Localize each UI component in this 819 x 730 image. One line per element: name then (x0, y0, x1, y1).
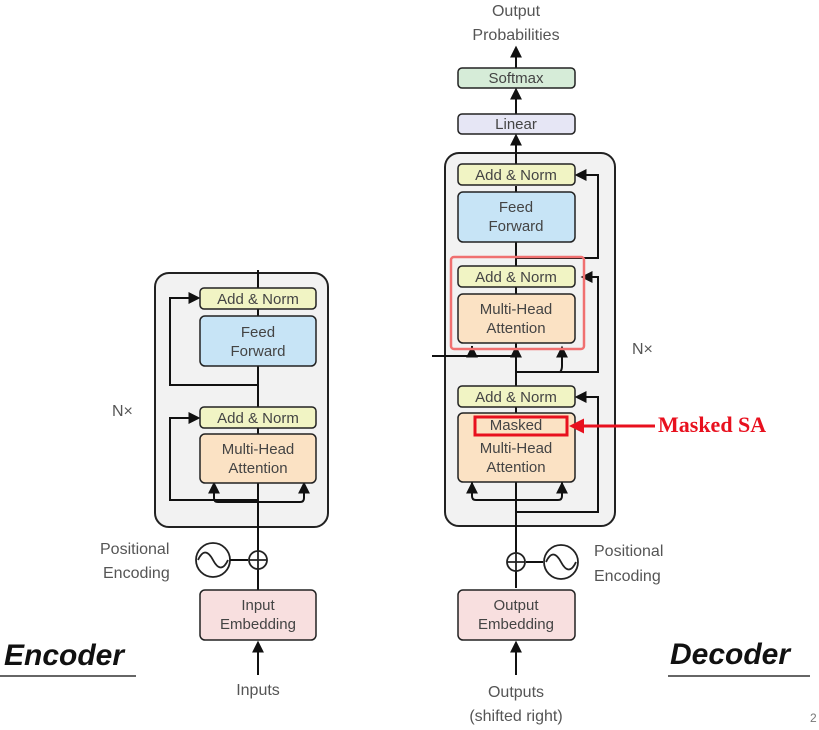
encoder-pos-line1: Positional (100, 541, 169, 558)
decoder-add-norm-mid (457, 265, 576, 288)
encoder-inputs-label: Inputs (236, 682, 280, 699)
encoder-nx-label: N× (112, 403, 133, 420)
decoder-feed-forward (457, 191, 576, 243)
masked-sa-label: Masked SA (658, 412, 766, 437)
decoder-cross-line2: Attention (486, 320, 545, 337)
decoder-cross-line1: Multi-Head (480, 301, 553, 318)
decoder-outputs-line1: Outputs (488, 684, 544, 701)
encoder-ffn-line2: Forward (230, 343, 285, 360)
encoder-embed-line1: Input (241, 597, 275, 614)
encoder-add-norm-bottom-label: Add & Norm (217, 410, 299, 427)
decoder-output-line2: Probabilities (472, 27, 559, 44)
encoder-embed-line2: Embedding (220, 616, 296, 633)
masked-highlight-box (473, 415, 569, 437)
masked-sa-annotation: Masked SA (569, 412, 766, 437)
decoder-softmax-label: Softmax (488, 70, 544, 87)
decoder-nx-label: N× (632, 341, 653, 358)
decoder-output-line1: Output (492, 3, 541, 20)
decoder-add-norm-top-label: Add & Norm (475, 167, 557, 184)
encoder-panel (154, 272, 329, 528)
decoder-masked-label: Masked (490, 417, 543, 434)
encoder: Add & Norm Feed Forward Add & Norm Multi… (0, 270, 329, 699)
decoder-output-embedding (457, 589, 576, 641)
corner-mark: 2 (810, 711, 817, 725)
decoder-heading: Decoder (670, 638, 792, 671)
encoder-heading: Encoder (4, 639, 126, 672)
decoder-cross-attention (457, 293, 576, 344)
encoder-pos-line2: Encoding (103, 565, 170, 582)
encoder-input-embedding (199, 589, 317, 641)
decoder-embed-line2: Embedding (478, 616, 554, 633)
encoder-mha-line2: Attention (228, 460, 287, 477)
decoder-masked-attention (457, 412, 576, 483)
encoder-add-norm-top-label: Add & Norm (217, 291, 299, 308)
encoder-add-norm-bottom (199, 406, 317, 429)
encoder-feed-forward (199, 315, 317, 367)
decoder-linear-label: Linear (495, 116, 537, 133)
encoder-add-norm-top (199, 287, 317, 310)
decoder-add-norm-bottom-label: Add & Norm (475, 389, 557, 406)
decoder-pos-line1: Positional (594, 543, 663, 560)
decoder-residual-self (516, 391, 599, 513)
decoder-pos-line2: Encoding (594, 568, 661, 585)
decoder-cross-highlight (449, 255, 586, 351)
encoder-ffn-line1: Feed (241, 324, 275, 341)
decoder-add-norm-mid-label: Add & Norm (475, 269, 557, 286)
encoder-multi-head-attention (199, 433, 317, 484)
decoder-mha-line1: Multi-Head (480, 440, 553, 457)
encoder-residual-2 (169, 292, 258, 386)
decoder-self-fork (471, 482, 563, 501)
decoder-outputs-line2: (shifted right) (469, 708, 562, 725)
decoder: Output Probabilities Softmax Linear Add … (432, 3, 810, 725)
encoder-qkv-fork (213, 483, 305, 503)
decoder-add-norm-bottom (457, 385, 576, 408)
decoder-mha-line2: Attention (486, 459, 545, 476)
decoder-ffn-line2: Forward (488, 218, 543, 235)
decoder-embed-line1: Output (493, 597, 539, 614)
encoder-mha-line1: Multi-Head (222, 441, 295, 458)
decoder-add-norm-top (457, 163, 576, 186)
decoder-ffn-line1: Feed (499, 199, 533, 216)
